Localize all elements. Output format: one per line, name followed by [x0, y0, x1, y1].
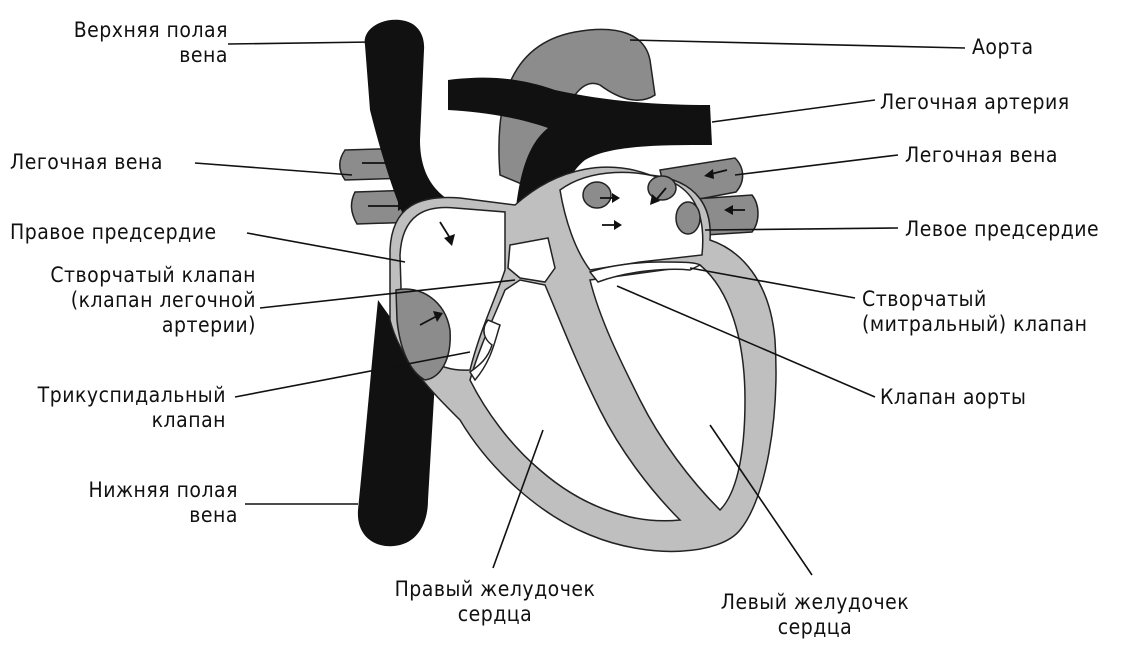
label-right-atrium: Правое предсердие	[10, 220, 217, 245]
label-aortic-valve: Клапан аорты	[880, 385, 1026, 410]
label-right-ventricle: Правый желудочек сердца	[375, 577, 615, 627]
label-left-atrium: Левое предсердие	[905, 217, 1099, 242]
label-tricuspid-valve: Трикуспидальный клапан	[20, 383, 226, 433]
left-atrium-vein-entry-1	[583, 182, 611, 208]
label-pulmonary-artery: Легочная артерия	[880, 90, 1070, 115]
left-atrium-vein-entry-3	[676, 202, 700, 234]
label-inferior-vena-cava: Нижняя полая вена	[40, 478, 238, 528]
label-left-ventricle: Левый желудочек сердца	[695, 590, 935, 640]
label-superior-vena-cava: Верхняя полая вена	[30, 18, 228, 68]
label-pulmonary-vein-right: Легочная вена	[905, 143, 1058, 168]
label-pulmonary-vein-left: Легочная вена	[10, 150, 163, 175]
label-mitral-valve: Створчатый (митральный) клапан	[862, 287, 1087, 337]
label-semilunar-valve: Створчатый клапан (клапан легочной артер…	[10, 263, 256, 338]
label-aorta: Аорта	[972, 35, 1034, 60]
